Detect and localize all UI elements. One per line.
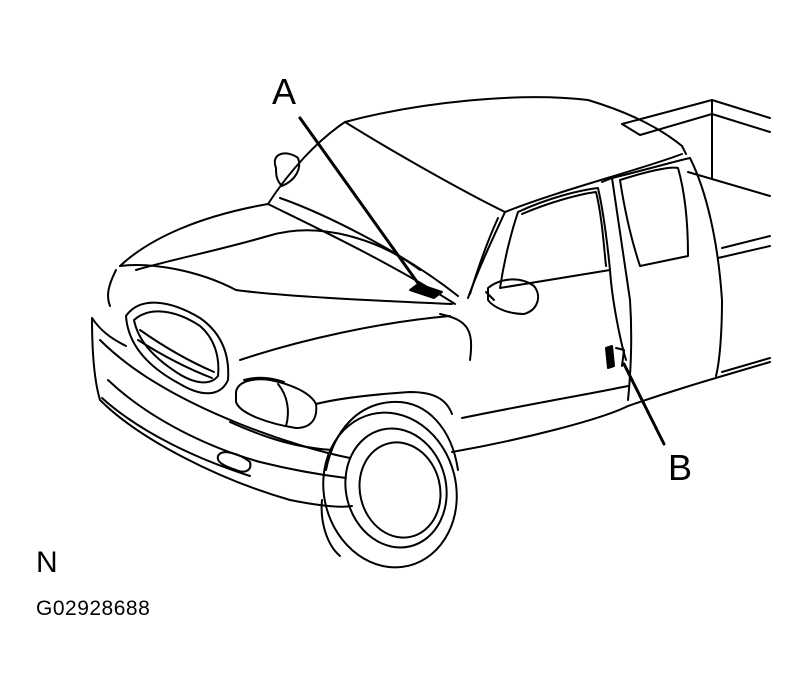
bumper bbox=[91, 317, 453, 508]
callout-b-label: B bbox=[668, 447, 693, 488]
doors bbox=[451, 157, 771, 453]
front-wheel bbox=[320, 400, 459, 569]
callout-a-marker bbox=[298, 116, 443, 299]
truck-bed bbox=[621, 99, 771, 373]
figure-id-label: G02928688 bbox=[36, 597, 151, 620]
hood bbox=[107, 203, 473, 361]
callout-b-marker bbox=[605, 345, 666, 446]
cab bbox=[267, 96, 687, 305]
callout-a-label: A bbox=[272, 71, 297, 112]
view-code-label: N bbox=[36, 546, 58, 579]
front-end bbox=[125, 301, 318, 429]
